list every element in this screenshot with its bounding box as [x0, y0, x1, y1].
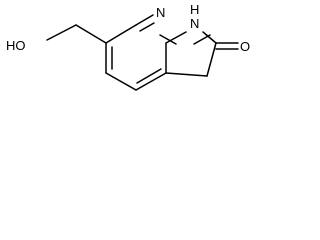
bond-c7-nh: [165, 31, 187, 44]
ring-nitrogen-label: N: [156, 5, 165, 20]
bond-c3a-c7a: [135, 72, 167, 91]
nh-hydrogen-label: H: [190, 2, 199, 17]
bond-c5-ch2: [75, 24, 107, 44]
bond-c7a-n7: [159, 34, 177, 45]
carbonyl-oxygen-label: O: [240, 39, 250, 54]
bond-nh-c2: [202, 31, 217, 44]
bond-c6-n7-left: [135, 14, 154, 26]
bond-c6-c5: [105, 24, 137, 44]
bond-c4-c3a: [105, 72, 137, 91]
bond-c3-c3a: [165, 72, 208, 77]
chemical-structure: N H N O HO: [6, 2, 250, 91]
bond-c6-n7-double: [139, 22, 155, 32]
hydroxymethyl-label: HO: [6, 38, 26, 53]
bond-c2-c3: [206, 42, 217, 77]
bond-ch2-oh: [46, 24, 77, 41]
nh-nitrogen-label: N: [190, 16, 199, 31]
bond-c3a-c7a-double: [136, 68, 162, 84]
